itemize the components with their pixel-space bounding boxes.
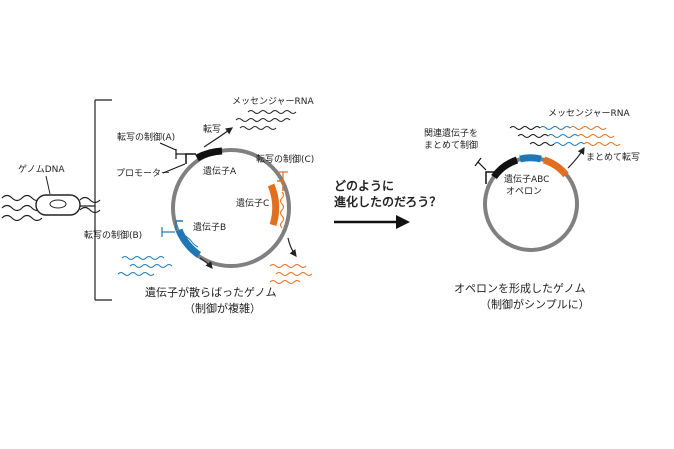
genome-circle-left [171, 148, 291, 268]
operon-label-line1: 遺伝子ABC [504, 173, 549, 185]
right-caption-line2: （制御がシンプルに） [480, 297, 590, 311]
dna-wavy-left [1, 194, 43, 222]
operon-label-line2: オペロン [506, 186, 542, 197]
cell-label: ゲノムDNA [18, 163, 65, 175]
mrna-c-wave-2 [275, 272, 313, 276]
question-line2: 進化したのだろう？ [334, 194, 441, 209]
gene-a-label: 遺伝子A [203, 165, 237, 177]
operon-promoter [485, 171, 494, 184]
mrna-label-left: メッセンジャーRNA [232, 96, 315, 107]
mrna-a-wave-1 [235, 118, 291, 122]
evolution-arrow-head [396, 215, 410, 229]
promoter-label: プロモーター [116, 168, 170, 179]
control-a-pointer [159, 142, 177, 151]
question-line1: どのように [334, 179, 394, 193]
transcription-c-arrow [287, 237, 297, 257]
mrna-b-wave-2 [129, 264, 173, 268]
zoom-bracket [80, 99, 112, 301]
nucleoid [49, 199, 67, 209]
right-caption-line1: オペロンを形成したゲノム [454, 282, 586, 295]
operon-control-inhibitor [477, 161, 487, 171]
mrna-c-wave-side [280, 191, 284, 229]
promoter-b [175, 220, 183, 230]
operon-control-inhibitor-bar [474, 157, 482, 167]
operon-control-line2: まとめて制御 [424, 139, 478, 151]
mrna-c-wave-1 [269, 264, 307, 268]
cell-label-pointer [45, 175, 51, 195]
operon-gene-a-segment [491, 156, 519, 180]
mrna-a-wave-3 [239, 126, 277, 130]
left-caption-line2: （制御が複雑） [184, 301, 261, 315]
transcription-a-arrow [203, 127, 233, 148]
dna-wavy-right [79, 196, 101, 214]
control-b-label: 転写の制御(B) [84, 229, 142, 241]
operon-transcription-label: まとめて転写 [586, 152, 640, 163]
gene-b-segment [175, 228, 202, 258]
mrna-b-wave-side [180, 231, 199, 248]
operon-gene-b-segment [519, 154, 542, 163]
gene-c-label: 遺伝子C [236, 197, 269, 209]
control-a-label: 転写の制御(A) [117, 131, 175, 143]
transcription-a-label: 転写 [203, 124, 221, 135]
operon-control-line1: 関連遺伝子を [424, 127, 478, 139]
mrna-a-wave-2 [247, 110, 297, 114]
operon-mrna-bundle [509, 126, 621, 146]
gene-a-segment [195, 147, 223, 162]
control-c-label: 転写の制御(C) [256, 153, 314, 165]
operon-gene-c-segment [542, 156, 569, 178]
gene-c-segment [267, 183, 280, 227]
operon-genome: 遺伝子ABC オペロン 関連遺伝子を まとめて制御 まとめて転写 メッセンジャー… [424, 108, 640, 311]
mrna-label-right: メッセンジャーRNA [548, 108, 631, 119]
evolution-question: どのように 進化したのだろう？ [334, 179, 441, 229]
gene-b-label: 遺伝子B [193, 221, 226, 233]
promoter-pointer [162, 163, 186, 174]
scattered-genome: 遺伝子A 転写の制御(A) プロモーター 転写 メッセンジャーRNA 遺伝子C … [84, 96, 315, 315]
mrna-c-wave-3 [269, 280, 301, 284]
transcription-b-arrow [199, 257, 213, 269]
operon-transcription-arrow [567, 146, 585, 169]
bacterium-cell: ゲノムDNA [1, 163, 101, 222]
mrna-b-wave-1 [121, 256, 165, 260]
mrna-b-wave-3 [117, 272, 155, 276]
left-caption-line1: 遺伝子が散らばったゲノム [145, 285, 277, 299]
cell-body [35, 194, 81, 216]
